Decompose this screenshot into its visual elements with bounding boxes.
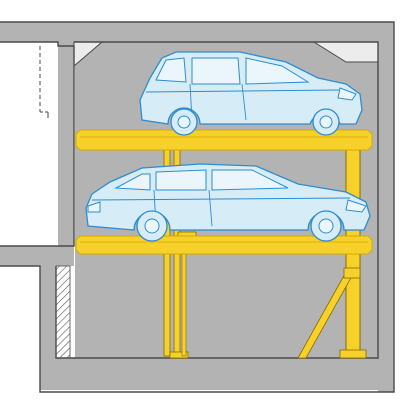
lower-car-door-line-1 — [208, 189, 213, 227]
upper-car-side-window-2 — [245, 57, 310, 85]
pit-floor — [40, 358, 394, 390]
lower-car-taillight — [87, 201, 101, 213]
guide-rail — [181, 239, 187, 357]
upper-platform — [75, 129, 373, 151]
upper-car-door-line-1 — [241, 83, 247, 121]
upper-car-rear-hub — [177, 115, 191, 129]
lower-car-side-window-2 — [211, 169, 289, 191]
front-post-left-base — [169, 351, 189, 359]
lower-car-headlight — [345, 199, 367, 213]
lower-car-rear-hub — [144, 218, 160, 234]
pit-outline-inner — [55, 41, 379, 359]
upper-car-rear-window — [155, 57, 187, 83]
strut-joint — [343, 267, 361, 279]
structure-outline-top — [0, 21, 395, 393]
lower-car-belt-line — [91, 197, 351, 201]
structure-outline-inner — [0, 41, 75, 247]
left-upper-wall — [58, 42, 74, 252]
upper-platform-deck — [75, 129, 373, 151]
upper-car-side-window-1 — [191, 57, 241, 85]
rear-column-base — [339, 349, 367, 359]
lower-car-side-window-1 — [155, 169, 207, 191]
upper-car-headlight — [337, 87, 357, 101]
top-slab — [8, 22, 394, 42]
upper-car-front-hub — [319, 115, 333, 129]
ground-slab — [0, 246, 74, 266]
lower-car-front-hub — [318, 218, 334, 234]
hatched-wall-section — [55, 265, 71, 359]
right-wall — [378, 22, 394, 392]
lower-car-rear-window — [114, 173, 151, 191]
hatchback-car-icon — [139, 51, 363, 136]
station-wagon-car-icon — [85, 163, 371, 242]
